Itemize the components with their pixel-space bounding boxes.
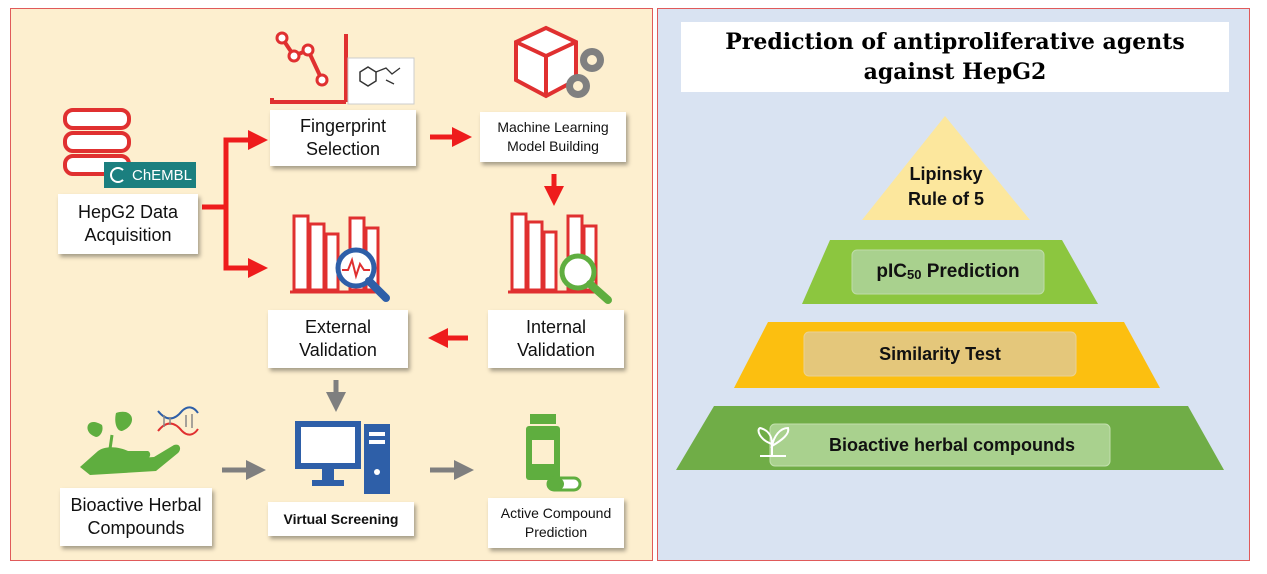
chembl-logo-text: ChEMBL	[132, 166, 193, 184]
database-icon	[63, 108, 131, 176]
page-title: Prediction of antiproliferative agents a…	[681, 22, 1229, 92]
chembl-c-icon	[110, 167, 126, 183]
tier-pic50-main: pIC	[876, 261, 907, 282]
package-gears-icon	[514, 25, 604, 99]
virtual-screening-box: Virtual Screening	[268, 502, 414, 536]
tier-pic50-end: Prediction	[921, 261, 1020, 282]
tier-pic50-sub: 50	[906, 266, 922, 282]
tier-lipinski-label: Lipinsky Rule of 5	[907, 164, 984, 209]
pyramid-tier-lipinski	[862, 116, 1030, 220]
herbal-compounds-box: Bioactive Herbal Compounds	[60, 488, 212, 546]
ml-model-building-box: Machine Learning Model Building	[480, 112, 626, 162]
chembl-logo: ChEMBL	[104, 162, 196, 188]
tier-similarity-label: Similarity Test	[879, 343, 1001, 364]
tier-herbal-label: Bioactive herbal compounds	[828, 434, 1076, 455]
sprout-icon	[757, 426, 790, 457]
data-acquisition-box: HepG2 Data Acquisition	[58, 194, 198, 254]
internal-validation-icon	[508, 212, 612, 304]
internal-validation-box: Internal Validation	[488, 310, 624, 368]
medicine-bottle-icon	[526, 414, 582, 492]
herbal-label-box	[769, 423, 1111, 467]
fingerprint-chart-icon	[270, 31, 415, 105]
computer-icon	[295, 421, 390, 494]
active-prediction-box: Active Compound Prediction	[488, 498, 624, 548]
similarity-label-box	[803, 331, 1077, 377]
hand-plant-dna-icon	[80, 406, 199, 475]
pic50-label-box	[851, 249, 1045, 295]
fingerprint-selection-box: Fingerprint Selection	[270, 110, 416, 166]
external-validation-icon	[290, 214, 390, 302]
branch-arrow	[202, 130, 268, 278]
external-validation-box: External Validation	[268, 310, 408, 368]
